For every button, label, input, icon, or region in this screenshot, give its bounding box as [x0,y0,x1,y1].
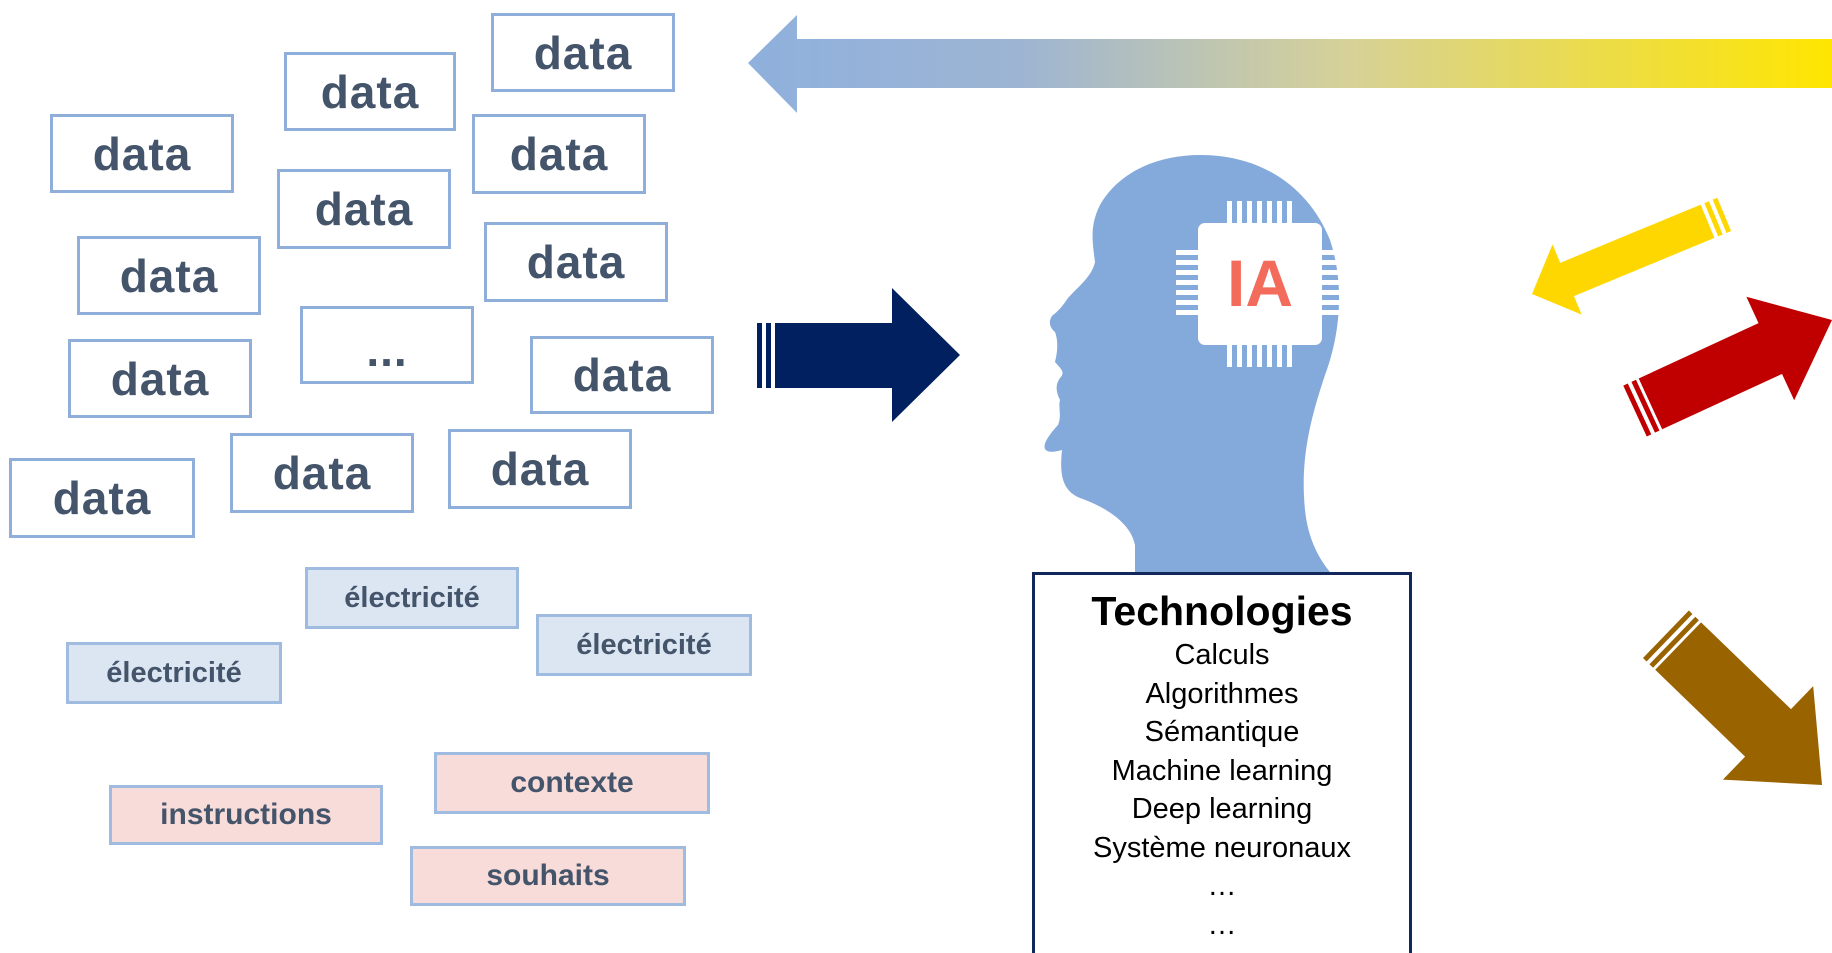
ia-chip [1176,201,1344,367]
electricite-box: électricité [66,642,282,704]
technology-item: … [1207,908,1237,941]
data-box: data [9,458,195,538]
data-box: data [77,236,261,315]
data-box: data [491,13,675,92]
technology-item: Deep learning [1131,793,1313,826]
contexte-box: contexte [434,752,710,814]
chip-label: IA [1227,246,1293,320]
technology-item: Calculs [1174,639,1270,672]
red-arrow [1623,296,1832,437]
yellow-arrow [1532,197,1732,315]
brown-arrow [1642,610,1822,785]
ellipsis-box: ... [300,306,474,384]
technology-item: Sémantique [1144,716,1300,749]
souhaits-box: souhaits [410,846,686,906]
electricite-box: électricité [305,567,519,629]
data-box: data [68,339,252,418]
technology-item: Système neuronaux [1093,831,1351,864]
head-silhouette [1044,155,1340,572]
technologies-panel: Technologies Calculs Algorithmes Sémanti… [1032,572,1412,953]
data-box: data [484,222,668,302]
data-box: data [448,429,632,509]
technology-item: … [1207,870,1237,903]
top-gradient-arrow [748,15,1832,113]
data-box: data [284,52,456,131]
electricite-box: électricité [536,614,752,676]
data-box: data [230,433,414,513]
data-box: data [472,114,646,194]
data-box: data [277,169,451,249]
data-box: data [50,114,234,193]
technology-item: Machine learning [1111,754,1333,787]
technology-item: Algorithmes [1145,677,1299,710]
instructions-box: instructions [109,785,383,845]
navy-input-arrow [757,288,960,422]
data-box: data [530,336,714,414]
technologies-title: Technologies [1091,588,1353,634]
